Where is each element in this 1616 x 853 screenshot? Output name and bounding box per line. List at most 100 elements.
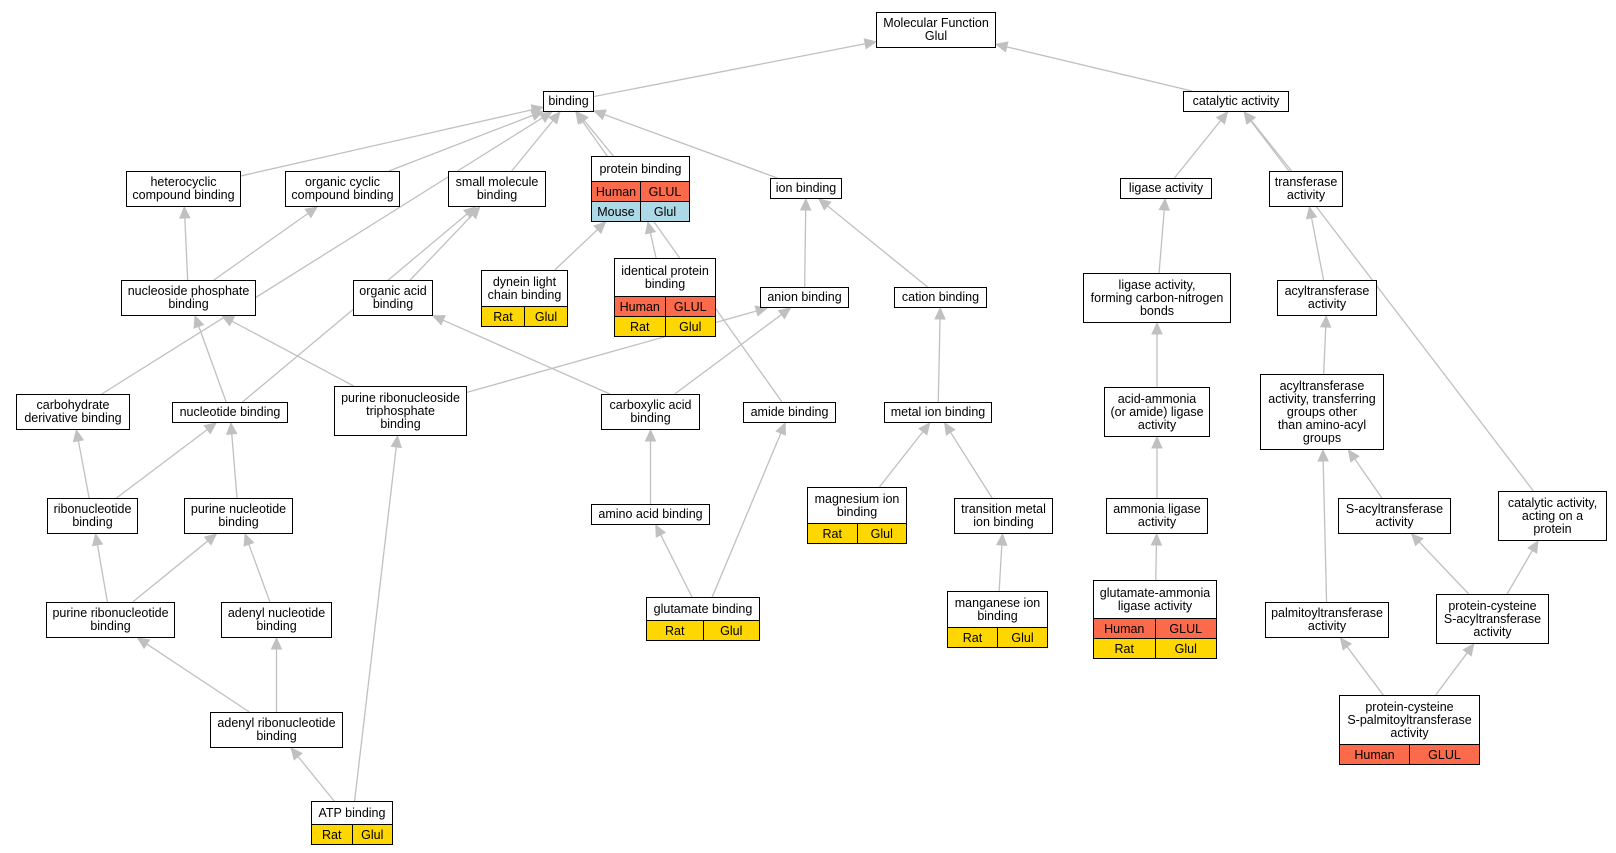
go-term-carbo[interactable]: carbohydrate derivative binding (16, 394, 130, 430)
go-term-mf[interactable]: Molecular Function Glul (876, 12, 996, 48)
go-term-transferase[interactable]: transferase activity (1269, 171, 1343, 207)
go-term-carboxylic[interactable]: carboxylic acid binding (601, 394, 700, 430)
edge-orgcyc-to-binding (388, 114, 533, 172)
arrowhead-carbo-to-binding (538, 111, 553, 124)
arrowhead-adenylnuc-to-purnuc (243, 532, 255, 547)
go-term-ammonialig[interactable]: ammonia ligase activity (1106, 498, 1208, 534)
go-term-acidammonia[interactable]: acid-ammonia (or amide) ligase activity (1104, 387, 1210, 437)
go-term-orgacid[interactable]: organic acid binding (353, 280, 433, 316)
go-term-cation[interactable]: cation binding (894, 287, 987, 308)
arrowhead-glutamate-to-amide (775, 421, 786, 436)
edge-manganese-to-transmetal (998, 544, 1003, 592)
edge-binding-to-mf (593, 43, 866, 98)
go-term-orgcyc[interactable]: organic cyclic compound binding (285, 171, 400, 207)
go-term-acyltransOther[interactable]: acyltransferase activity, transferring g… (1260, 374, 1384, 450)
go-term-ligase[interactable]: ligase activity (1120, 178, 1212, 199)
arrowhead-atp-to-adenylribo (290, 747, 303, 761)
go-term-catprot[interactable]: catalytic activity, acting on a protein (1498, 491, 1607, 541)
arrowhead-ammonialig-to-acidammonia (1151, 435, 1163, 449)
go-term-nucphos[interactable]: nucleoside phosphate binding (121, 280, 256, 316)
edge-protcysS-to-catprot (1506, 550, 1533, 595)
species-cell: Rat (630, 319, 650, 334)
arrowhead-orgcyc-to-binding (530, 110, 545, 121)
gene-cell: Glul (997, 628, 1047, 647)
arrowhead-protcysS-to-sacyl (1410, 533, 1424, 547)
arrowhead-glutammlig-to-ammonialig (1150, 532, 1163, 546)
go-term-purribotri[interactable]: purine ribonucleoside triphosphate bindi… (334, 386, 467, 436)
term-label: transition metal ion binding (961, 502, 1046, 529)
go-term-aminoacid[interactable]: amino acid binding (591, 504, 710, 525)
go-term-protcysS[interactable]: protein-cysteine S-acyltransferase activ… (1436, 594, 1549, 644)
arrowhead-adenylribo-to-adenylnuc (270, 636, 283, 650)
term-label: carbohydrate derivative binding (24, 398, 122, 425)
go-term-binding[interactable]: binding (543, 91, 594, 112)
gene-cell: GLUL (1409, 745, 1479, 764)
term-label: S-acyltransferase activity (1345, 502, 1444, 529)
edge-ligaseCN-to-ligase (1158, 209, 1165, 274)
edge-ribonuc-to-carbo (77, 440, 90, 499)
species-cell: Human (619, 299, 660, 314)
arrowhead-catprot-to-catalytic (1243, 111, 1256, 125)
arrowhead-metalion-to-cation (934, 306, 946, 320)
go-term-catalytic[interactable]: catalytic activity (1183, 91, 1289, 112)
edge-adenylribo-to-purribonuc (146, 643, 250, 713)
arrowhead-purribonuc-to-ribonuc (91, 532, 104, 547)
arrowhead-anion-to-ionbind (799, 197, 812, 211)
go-term-purnuc[interactable]: purine nucleotide binding (184, 498, 293, 534)
arrowhead-amide-to-binding (575, 111, 588, 125)
edge-purribotri-to-nucphos (231, 320, 354, 387)
go-term-purribonuc[interactable]: purine ribonucleotide binding (46, 602, 175, 638)
go-term-ribonuc[interactable]: ribonucleotide binding (47, 498, 138, 534)
go-term-hetero[interactable]: heterocyclic compound binding (126, 171, 241, 207)
go-term-ionbind[interactable]: ion binding (770, 178, 842, 199)
go-term-metalion[interactable]: metal ion binding (884, 402, 992, 423)
arrowhead-ligaseCN-to-ligase (1158, 197, 1170, 211)
species-cell: Rat (665, 623, 685, 638)
term-label: glutamate binding (653, 601, 753, 616)
term-label: ammonia ligase activity (1113, 502, 1201, 529)
arrowhead-aminoacid-to-carboxylic (644, 428, 657, 442)
term-label: organic acid binding (359, 284, 427, 311)
arrowhead-acyltrans-to-transferase (1305, 205, 1318, 220)
arrowhead-acidammonia-to-ligaseCN (1151, 321, 1163, 335)
edge-cation-to-ionbind (827, 205, 928, 288)
go-term-transmetal[interactable]: transition metal ion binding (954, 498, 1053, 534)
arrowhead-purnuc-to-nucleotide (226, 421, 238, 435)
arrowhead-magnesium-to-metalion (918, 422, 931, 436)
edge-protcysPalm-to-protcysS (1435, 652, 1468, 696)
go-term-acyltrans[interactable]: acyltransferase activity (1277, 280, 1377, 316)
term-label: magnesium ion binding (814, 491, 900, 519)
term-label: protein binding (599, 161, 682, 176)
arrowhead-nucleotide-to-nucphos (193, 314, 205, 329)
arrowhead-catalytic-to-mf (994, 41, 1009, 53)
arrowhead-cation-to-ionbind (818, 198, 832, 211)
go-term-smallmol[interactable]: small molecule binding (448, 171, 546, 207)
go-term-protcysPalm[interactable]: protein-cysteine S-palmitoyltransferase … (1339, 695, 1480, 765)
go-term-sacyl[interactable]: S-acyltransferase activity (1338, 498, 1451, 534)
arrowhead-ribonuc-to-nucleotide (203, 422, 218, 435)
edge-identprot-to-protbind (649, 232, 657, 259)
go-term-adenylribo[interactable]: adenyl ribonucleotide binding (210, 712, 343, 748)
go-term-ligaseCN[interactable]: ligase activity, forming carbon-nitrogen… (1083, 273, 1231, 323)
go-term-amide[interactable]: amide binding (743, 402, 836, 423)
go-term-palmitoyl[interactable]: palmitoyltransferase activity (1265, 602, 1389, 638)
arrowhead-transmetal-to-metalion (943, 421, 956, 436)
species-cell: Human (595, 184, 637, 199)
term-label: glutamate-ammonia ligase activity (1099, 585, 1211, 613)
go-term-adenylnuc[interactable]: adenyl nucleotide binding (221, 602, 332, 638)
go-term-nucleotide[interactable]: nucleotide binding (172, 402, 288, 423)
go-term-anion[interactable]: anion binding (760, 287, 849, 308)
